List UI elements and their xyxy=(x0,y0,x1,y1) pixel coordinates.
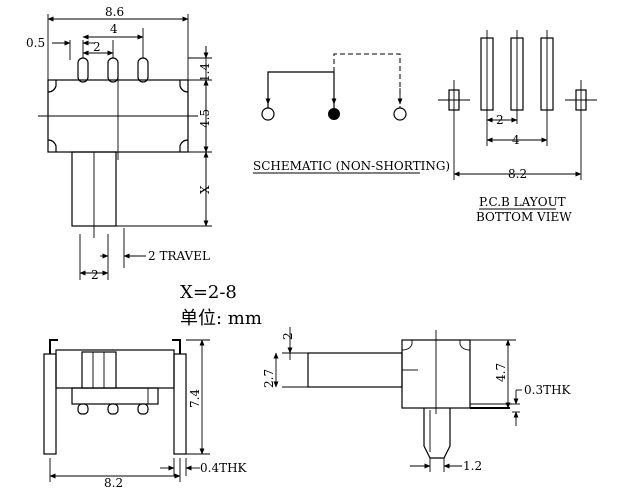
front-view: 7.4 8.2 0.4THK xyxy=(43,339,248,490)
frame-leg-right xyxy=(173,353,187,455)
terminal-common xyxy=(328,108,340,120)
pin-middle xyxy=(107,57,119,83)
pcb-dim-4-label: 4 xyxy=(512,133,520,147)
pcb-dim-2-label: 2 xyxy=(496,113,504,127)
pcb-caption-1: P.C.B LAYOUT xyxy=(479,195,566,209)
schematic: SCHEMATIC (NON-SHORTING) xyxy=(253,53,450,174)
side-actuator xyxy=(307,352,403,388)
frame-leg-left xyxy=(43,353,57,455)
pcb-dim-8-2-label: 8.2 xyxy=(508,167,527,181)
dim-1-4-label: 1.4 xyxy=(198,63,212,82)
front-dim-8-2-label: 8.2 xyxy=(104,476,123,490)
front-base xyxy=(71,387,159,405)
side-dim-0-3-label: 0.3THK xyxy=(524,383,572,397)
front-dim-0-4-label: 0.4THK xyxy=(200,461,248,475)
dim-0-5-label: 0.5 xyxy=(26,36,45,50)
dim-x-label: X xyxy=(198,185,212,194)
unit-note: 单位: mm xyxy=(180,308,262,329)
pcb-caption-2: BOTTOM VIEW xyxy=(476,210,572,224)
dim-8-6-label: 8.6 xyxy=(105,5,124,19)
pin-right xyxy=(137,57,149,83)
pin-left xyxy=(77,57,89,83)
terminal-right xyxy=(393,107,407,121)
pcb-layout: 2 4 8.2 P.C.B LAYOUT BOTTOM VIEW xyxy=(438,30,597,224)
side-dim-4-7-label: 4.7 xyxy=(494,363,508,382)
side-pin xyxy=(423,408,451,459)
side-dim-2-7-label: 2.7 xyxy=(262,369,276,388)
schematic-caption: SCHEMATIC (NON-SHORTING) xyxy=(253,159,450,173)
dim-actuator-2-label: 2 xyxy=(91,268,99,282)
side-dim-2-label: 2 xyxy=(281,332,295,340)
top-view: 8.6 4 2 0.5 xyxy=(26,5,212,282)
dim-2-label: 2 xyxy=(93,40,101,54)
front-slider xyxy=(81,351,117,389)
terminal-left xyxy=(261,107,275,121)
side-dim-1-2-label: 1.2 xyxy=(463,459,482,473)
dim-4-label: 4 xyxy=(110,22,118,36)
dim-4-5-label: 4.5 xyxy=(198,109,212,128)
x-range-note: X=2-8 xyxy=(180,282,237,303)
travel-label: 2 TRAVEL xyxy=(148,249,210,263)
side-view: 2 2.7 4.7 0.3THK 1.2 xyxy=(262,327,572,473)
front-dim-7-4-label: 7.4 xyxy=(188,389,202,408)
